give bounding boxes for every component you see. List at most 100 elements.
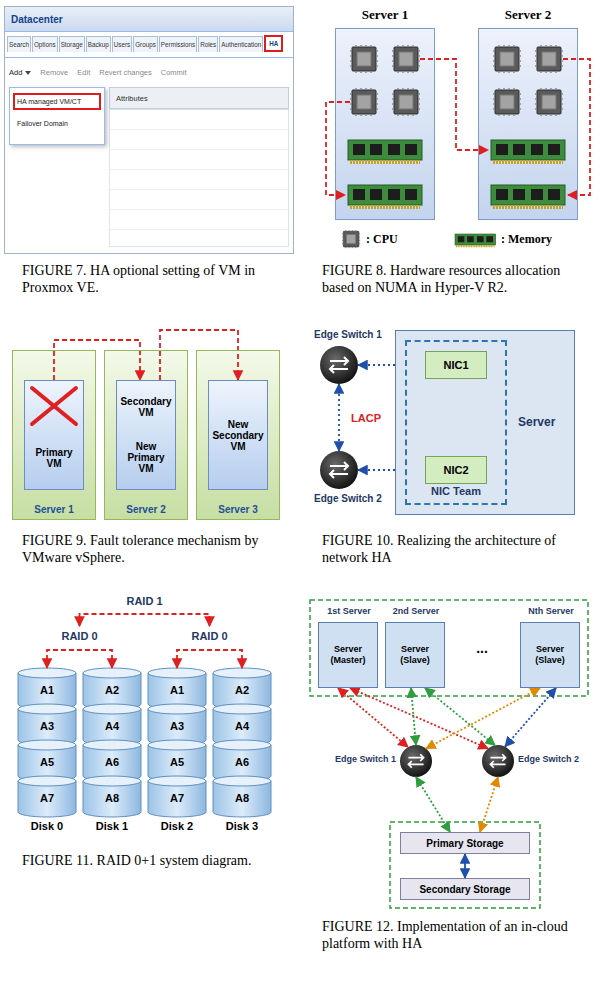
- disk-top: [18, 704, 76, 714]
- edge-switch: Edge Switch 2: [482, 745, 514, 777]
- node-label: Server 2: [126, 504, 165, 515]
- storage-outline: [390, 822, 540, 908]
- router-icon: [400, 745, 432, 777]
- node-label: A6: [83, 740, 141, 776]
- disk-top: [148, 740, 206, 750]
- node-label: Edge Switch 1: [314, 329, 382, 340]
- node-label: Secondary VM: [119, 396, 173, 418]
- server-box: Server 2: [478, 28, 578, 220]
- tab-highlighted: HA: [264, 35, 283, 52]
- node-label: A4: [213, 704, 271, 740]
- raid-label: RAID 1: [126, 595, 162, 607]
- tab: Permissions: [159, 36, 197, 52]
- server-box: Server 1: [335, 28, 435, 220]
- node-label: Disk 3: [207, 820, 277, 832]
- disk-stack: [18, 668, 271, 817]
- node-label: A7: [18, 776, 76, 812]
- server-box: Nth ServerServer (Slave): [520, 622, 580, 688]
- disk: A2A4A6A8Disk 3: [213, 668, 271, 817]
- vm-fill: [116, 380, 176, 490]
- use-part: [342, 230, 360, 248]
- router-icon: [482, 745, 514, 777]
- tab: Groups: [133, 36, 158, 52]
- vm-box: Secondary VM New Primary VM: [116, 380, 176, 490]
- node-label: A7: [148, 776, 206, 812]
- node-label: Disk 1: [77, 820, 147, 832]
- disk-top: [83, 704, 141, 714]
- node-label: A1: [18, 668, 76, 704]
- toolbar-button: Add: [9, 68, 31, 77]
- node-label: A5: [148, 740, 206, 776]
- connector: [464, 854, 466, 878]
- tab: Options: [32, 36, 58, 52]
- numa-link: [326, 102, 350, 195]
- node-label: Edge Switch 1: [335, 754, 396, 764]
- disk: A1A3A5A7Disk 2: [148, 668, 206, 817]
- node-label: Server (Master): [321, 644, 375, 666]
- connector-label: RAID 0: [189, 630, 229, 642]
- table-area: [109, 109, 289, 247]
- figure-caption: FIGURE 10. Realizing the architecture of…: [322, 532, 572, 566]
- server-fill: [104, 350, 188, 520]
- figure-caption: FIGURE 8. Hardware resources allocation …: [322, 262, 572, 296]
- node-label: A2: [213, 668, 271, 704]
- server-box: Server 3 New Secondary VM: [196, 350, 280, 520]
- connector: [54, 340, 140, 380]
- vm-box: New Secondary VM: [208, 380, 268, 490]
- connector-label: LACP: [349, 412, 383, 424]
- disk-top: [148, 668, 206, 678]
- tab: Storage: [59, 36, 85, 52]
- window-title: Datacenter: [11, 14, 63, 25]
- disk-top: [213, 740, 271, 750]
- toolbar-button: Commit: [161, 68, 187, 77]
- dropdown-menu: HA managed VM/CTFailover Domain: [9, 87, 105, 145]
- figure-caption: FIGURE 9. Fault tolerance mechanism by V…: [22, 532, 262, 566]
- figure-caption: FIGURE 12. Implementation of an in-cloud…: [322, 918, 572, 952]
- tab-rule: [5, 57, 293, 58]
- node-label: A4: [83, 704, 141, 740]
- connector: [480, 777, 498, 832]
- tab: Users: [112, 36, 132, 52]
- use-part: [455, 234, 496, 246]
- storage-box: Primary Storage: [400, 832, 530, 854]
- server-fill: [335, 28, 435, 220]
- nic-box: NIC1: [425, 351, 487, 379]
- raid1-bracket: [80, 614, 210, 626]
- server-fill: [478, 28, 578, 220]
- cpu-icon: [535, 88, 563, 116]
- connector: [416, 777, 450, 832]
- node-label: Secondary Storage: [419, 884, 510, 895]
- tab: Backup: [86, 36, 111, 52]
- toolbar: AddRemoveEditRevert changesCommit: [9, 63, 187, 81]
- node-label: Nth Server: [515, 606, 587, 616]
- node-label: Server 1: [336, 7, 434, 23]
- legend-text: : CPU: [366, 232, 398, 247]
- server-box: 2nd ServerServer (Slave): [385, 622, 445, 688]
- server-box: Server 2 Secondary VM New Primary VM: [104, 350, 188, 520]
- memory-icon: [491, 185, 565, 207]
- disk-top: [18, 668, 76, 678]
- memory-icon: [348, 185, 422, 207]
- node-label: NIC2: [443, 464, 468, 476]
- toolbar-button: Edit: [77, 68, 90, 77]
- connector: [160, 330, 238, 380]
- tab: Roles: [198, 36, 218, 52]
- connector: [411, 688, 416, 745]
- title-bar: Datacenter: [5, 7, 293, 32]
- memory-icon: [491, 140, 565, 162]
- node-label: A3: [148, 704, 206, 740]
- cpu-icon: [392, 45, 420, 73]
- connector: [505, 688, 556, 747]
- node-label: Server 3: [218, 504, 257, 515]
- fault-tolerance-figure: [12, 350, 280, 520]
- numa-figure: [326, 28, 590, 248]
- node-label: New Secondary VM: [211, 419, 265, 452]
- node-label: Disk 2: [142, 820, 212, 832]
- cpu-icon: [493, 88, 521, 116]
- server-fill: [196, 350, 280, 520]
- disk-top: [83, 740, 141, 750]
- disk-top: [83, 776, 141, 786]
- server-box: 1st ServerServer (Master): [318, 622, 378, 688]
- node-label: New Primary VM: [119, 441, 173, 474]
- column-header: Attributes: [109, 87, 289, 109]
